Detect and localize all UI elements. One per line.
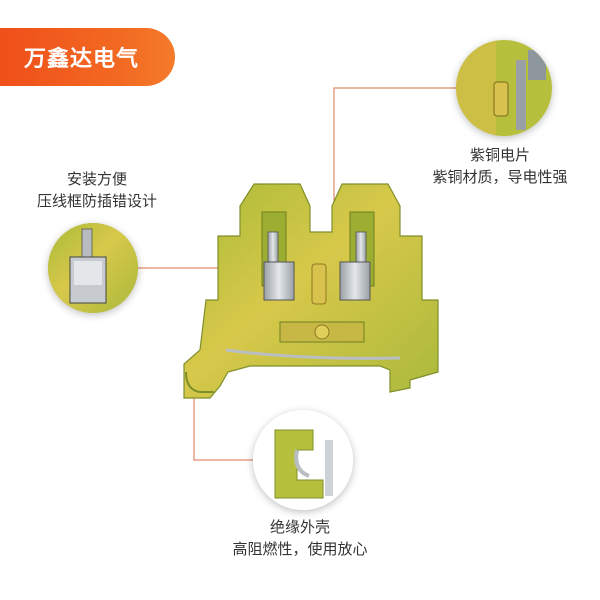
feature-left-caption: 安装方便 压线框防插错设计: [22, 168, 172, 212]
feature-bottom-caption: 绝缘外壳 高阻燃性，使用放心: [200, 516, 400, 560]
feature-bottom-desc: 高阻燃性，使用放心: [232, 540, 368, 558]
leader-line-bottom: [193, 384, 253, 461]
feature-right-title: 紫铜电片: [469, 146, 530, 164]
brand-name: 万鑫达电气: [24, 47, 140, 72]
foot-hook: [185, 371, 214, 393]
clamp-left: [263, 261, 295, 301]
screw-left: [267, 231, 279, 263]
center-pin: [311, 263, 327, 305]
clamp-right: [339, 261, 371, 301]
housing-body: [183, 183, 439, 399]
mounting-spring: [225, 348, 401, 360]
zoom-housing: [253, 410, 353, 510]
screw-right: [355, 231, 367, 263]
feature-right-desc: 紫铜材质，导电性强: [432, 168, 568, 186]
brand-badge: 万鑫达电气: [0, 28, 175, 86]
feature-right-caption: 紫铜电片 紫铜材质，导电性强: [415, 144, 585, 188]
feature-left-title: 安装方便: [66, 170, 127, 188]
zoom-clamp: [48, 223, 138, 313]
feature-bottom-title: 绝缘外壳: [269, 518, 330, 536]
zoom-copper: [456, 40, 552, 136]
rail-screw: [314, 324, 330, 340]
feature-left-desc: 压线框防插错设计: [36, 192, 157, 210]
